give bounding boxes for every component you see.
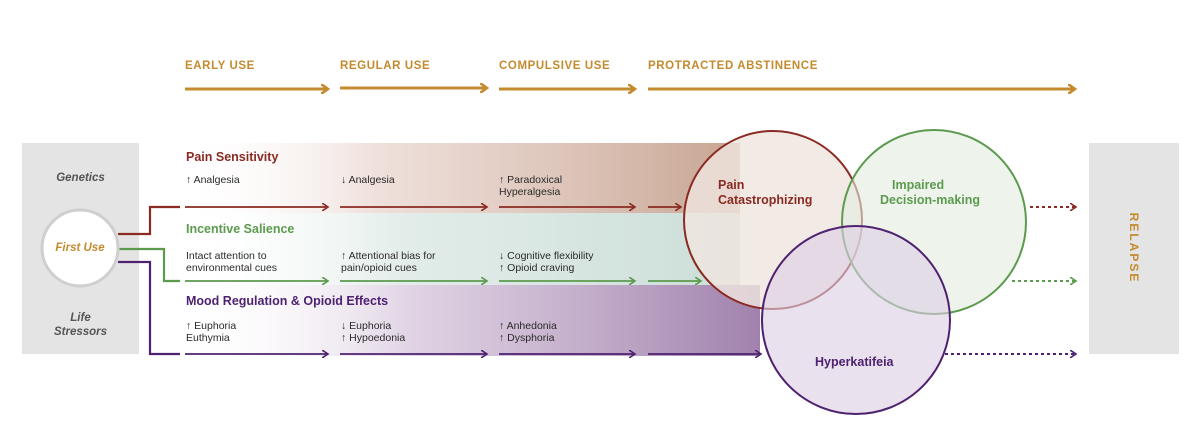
note-line: ↑ Hypoedonia <box>341 332 406 344</box>
mood-regulation-title: Mood Regulation & Opioid Effects <box>186 294 389 308</box>
decision-making-label: Impaired Decision-making <box>880 178 980 208</box>
stage-label-protracted: PROTRACTED ABSTINENCE <box>648 60 818 72</box>
note-line: environmental cues <box>186 262 278 274</box>
note-line: ↑ Anhedonia <box>499 320 557 332</box>
incentive-note-regular: ↑ Attentional bias for pain/opioid cues <box>341 250 436 274</box>
note-line: ↑ Dysphoria <box>499 332 555 344</box>
first-use-label: First Use <box>55 242 105 254</box>
relapse-panel <box>1089 143 1179 354</box>
incentive-band <box>180 213 740 285</box>
life-label: Life <box>70 312 91 324</box>
note-line: ↑ Analgesia <box>186 174 240 186</box>
note-line: ↓ Euphoria <box>341 320 392 332</box>
mood-branch <box>118 260 180 356</box>
stage-label-regular: REGULAR USE <box>340 60 431 72</box>
hyperkatifeia-circle <box>761 225 951 415</box>
stage-label-compulsive: COMPULSIVE USE <box>499 60 611 72</box>
stage-label-early: EARLY USE <box>185 60 255 72</box>
incentive-salience-title: Incentive Salience <box>186 222 295 236</box>
pain-catastrophizing-label: Pain Catastrophizing <box>718 178 812 208</box>
note-line: ↑ Euphoria <box>186 320 237 332</box>
note-line: Hyperalgesia <box>499 186 561 198</box>
incentive-note-compulsive: ↓ Cognitive flexibility ↑ Opioid craving <box>499 250 594 274</box>
pain-sensitivity-title: Pain Sensitivity <box>186 150 279 164</box>
hyperkatifeia-label: Hyperkatifeia <box>815 355 894 369</box>
pain-note-compulsive: ↑ Paradoxical Hyperalgesia <box>499 174 562 198</box>
circle-label-line: Pain <box>718 178 745 192</box>
circle-label-line: Impaired <box>892 178 945 192</box>
pain-branch <box>118 205 180 236</box>
mood-note-compulsive: ↑ Anhedonia ↑ Dysphoria <box>499 320 557 344</box>
genetics-label: Genetics <box>56 172 105 184</box>
note-line: ↑ Paradoxical <box>499 174 563 186</box>
stressors-label: Stressors <box>53 326 108 338</box>
note-line: Euthymia <box>186 332 230 344</box>
pain-note-early: ↑ Analgesia <box>186 174 240 186</box>
note-line: pain/opioid cues <box>341 262 417 274</box>
incentive-branch <box>118 247 180 283</box>
note-line: ↓ Cognitive flexibility <box>499 250 594 262</box>
mood-band <box>180 285 760 356</box>
note-line: ↓ Analgesia <box>341 174 395 186</box>
note-line: ↑ Opioid craving <box>499 262 575 274</box>
first-use-circle <box>40 208 120 288</box>
circle-label-line: Decision-making <box>880 193 981 207</box>
mood-note-regular: ↓ Euphoria ↑ Hypoedonia <box>341 320 405 344</box>
mood-note-early: ↑ Euphoria Euthymia <box>186 320 236 344</box>
circle-label-line: Catastrophizing <box>718 193 813 207</box>
incentive-note-early: Intact attention to environmental cues <box>186 250 277 274</box>
note-line: ↑ Attentional bias for <box>341 250 436 262</box>
pain-band <box>180 143 740 213</box>
note-line: Intact attention to <box>186 250 267 262</box>
relapse-label: RELAPSE <box>1127 212 1141 284</box>
pain-note-regular: ↓ Analgesia <box>341 174 395 186</box>
